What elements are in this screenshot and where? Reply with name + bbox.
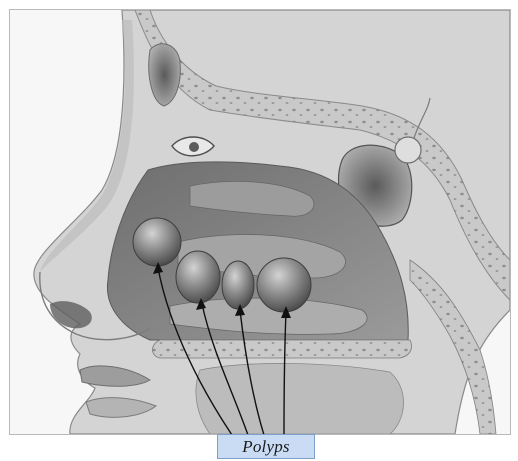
pituitary: [395, 137, 421, 163]
polyp-3: [222, 261, 254, 309]
illustration-frame: [9, 9, 511, 435]
eye-pupil: [189, 142, 199, 152]
polyp-1: [133, 218, 181, 266]
polyps-label: Polyps: [242, 437, 289, 457]
polyps-label-box: Polyps: [217, 434, 315, 459]
polyp-2: [176, 251, 220, 303]
polyp-4: [257, 258, 311, 312]
tongue: [196, 363, 404, 434]
hard-palate: [153, 340, 412, 358]
nasal-cavity-illustration: [10, 10, 510, 434]
